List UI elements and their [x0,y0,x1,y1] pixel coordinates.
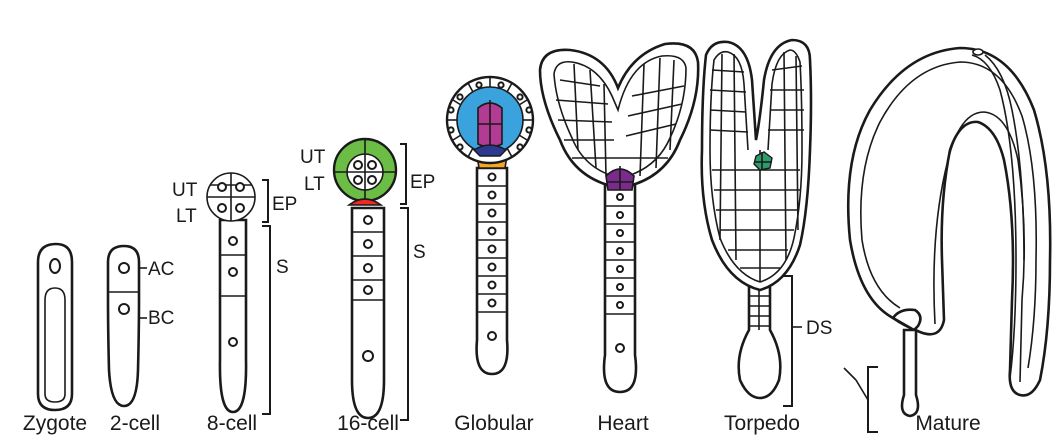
ds-label: DS [806,318,832,339]
bc-label: BC [148,308,174,329]
stage-label-torpedo: Torpedo [724,412,800,435]
ut-label-8cell: UT [172,180,198,201]
stage-label-16-cell: 16-cell [337,412,399,435]
ut-label-16cell: UT [300,147,326,168]
lt-label-8cell: LT [176,206,197,227]
ep-label-16cell: EP [410,172,435,193]
stage-labels: Zygote 2-cell 8-cell 16-cell Globular He… [23,412,981,435]
s-label-16cell: S [413,242,426,263]
stage-label-zygote: Zygote [23,412,87,435]
torpedo-embryo: DS [702,40,833,406]
zygote-embryo [38,244,72,410]
stage-label-heart: Heart [597,412,649,435]
globular-embryo [447,77,533,374]
s-label-8cell: S [276,257,289,278]
apical-cell-nucleus [119,263,129,273]
stage-label-2-cell: 2-cell [110,412,160,435]
lt-label-16cell: LT [304,174,325,195]
eight-cell-embryo: UT LT EP S [172,173,297,414]
stage-label-8-cell: 8-cell [207,412,257,435]
ac-label: AC [148,259,174,280]
mature-embryo-body [848,48,1050,395]
stage-label-mature: Mature [915,412,980,435]
ep-label-8cell: EP [272,194,297,215]
mature-embryo [844,48,1050,432]
zygote-nucleus [50,259,60,273]
heart-embryo [540,43,698,392]
stage-label-globular: Globular [454,412,533,435]
basal-cell-nucleus [119,304,129,314]
mature-suspensor [902,330,918,416]
sixteen-cell-embryo: UT LT EP S [300,139,435,420]
two-cell-embryo: AC BC [108,246,174,406]
